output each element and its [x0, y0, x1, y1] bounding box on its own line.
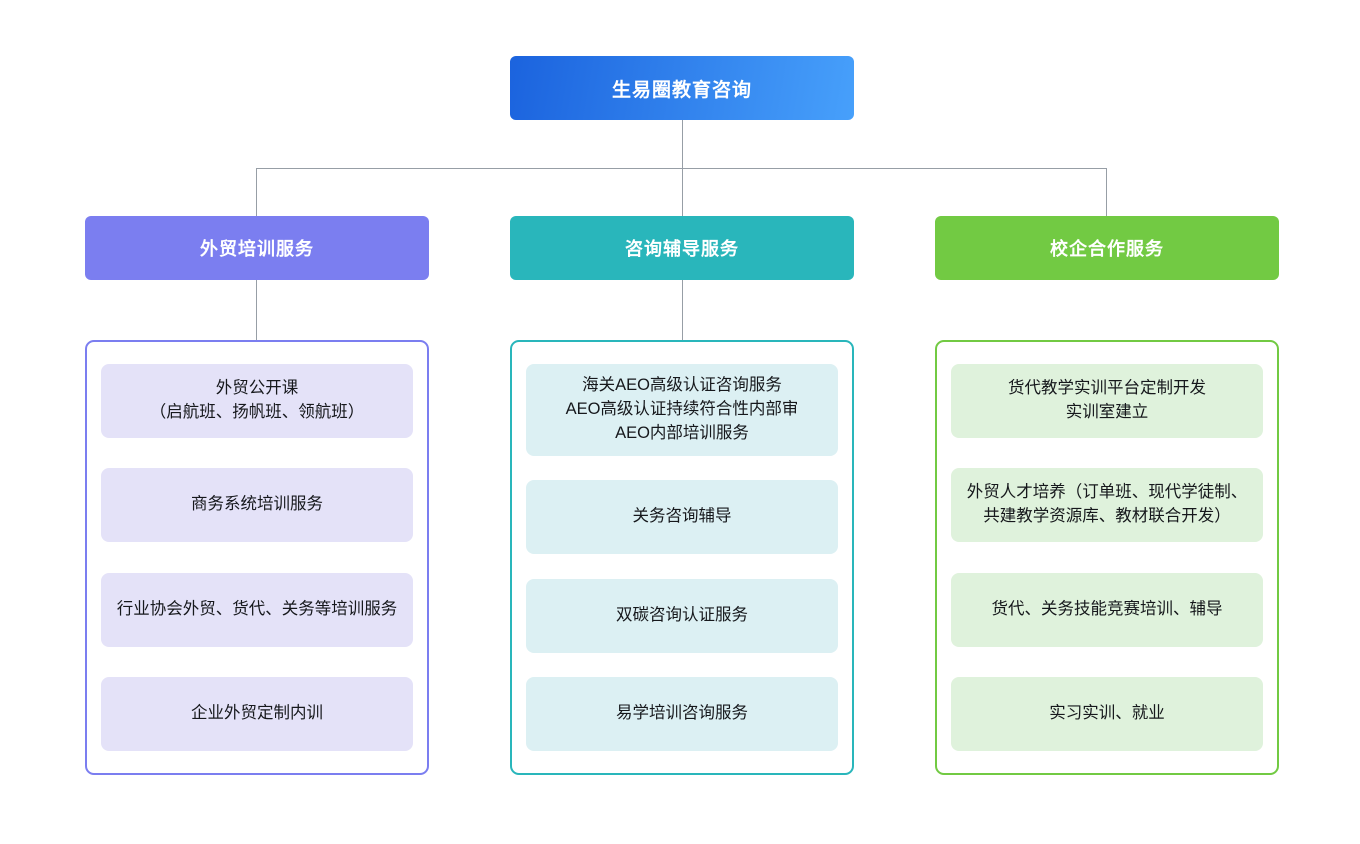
connector-right-drop — [1106, 168, 1107, 216]
service-item: 商务系统培训服务 — [101, 468, 413, 543]
branch-consulting-coaching: 咨询辅导服务 海关AEO高级认证咨询服务 AEO高级认证持续符合性内部审 AEO… — [510, 216, 854, 775]
root-node: 生易圈教育咨询 — [510, 56, 854, 120]
branch-header-foreign-trade-training: 外贸培训服务 — [85, 216, 429, 280]
service-item: 关务咨询辅导 — [526, 480, 838, 555]
connector-root-vertical — [682, 120, 683, 168]
service-item: 双碳咨询认证服务 — [526, 578, 838, 653]
branch-box-school-enterprise: 货代教学实训平台定制开发 实训室建立 外贸人才培养（订单班、现代学徒制、共建教学… — [935, 340, 1279, 775]
service-item: 外贸人才培养（订单班、现代学徒制、共建教学资源库、教材联合开发） — [951, 468, 1263, 543]
service-item: 易学培训咨询服务 — [526, 676, 838, 751]
branch-school-enterprise: 校企合作服务 货代教学实训平台定制开发 实训室建立 外贸人才培养（订单班、现代学… — [935, 216, 1279, 775]
connector-mid-drop — [682, 168, 683, 216]
connector-left-drop — [256, 168, 257, 216]
service-item: 外贸公开课 （启航班、扬帆班、领航班） — [101, 364, 413, 438]
branch-box-consulting-coaching: 海关AEO高级认证咨询服务 AEO高级认证持续符合性内部审 AEO内部培训服务 … — [510, 340, 854, 775]
connector-left-header-to-box — [256, 280, 257, 340]
branch-foreign-trade-training: 外贸培训服务 外贸公开课 （启航班、扬帆班、领航班） 商务系统培训服务 行业协会… — [85, 216, 429, 775]
branch-box-foreign-trade-training: 外贸公开课 （启航班、扬帆班、领航班） 商务系统培训服务 行业协会外贸、货代、关… — [85, 340, 429, 775]
connector-horizontal — [256, 168, 1107, 169]
service-item: 货代、关务技能竞赛培训、辅导 — [951, 572, 1263, 647]
service-item: 货代教学实训平台定制开发 实训室建立 — [951, 364, 1263, 438]
branch-header-consulting-coaching: 咨询辅导服务 — [510, 216, 854, 280]
service-item: 实习实训、就业 — [951, 676, 1263, 751]
service-item: 海关AEO高级认证咨询服务 AEO高级认证持续符合性内部审 AEO内部培训服务 — [526, 364, 838, 456]
connector-mid-header-to-box — [682, 280, 683, 340]
branch-header-school-enterprise: 校企合作服务 — [935, 216, 1279, 280]
service-item: 企业外贸定制内训 — [101, 676, 413, 751]
service-item: 行业协会外贸、货代、关务等培训服务 — [101, 572, 413, 647]
